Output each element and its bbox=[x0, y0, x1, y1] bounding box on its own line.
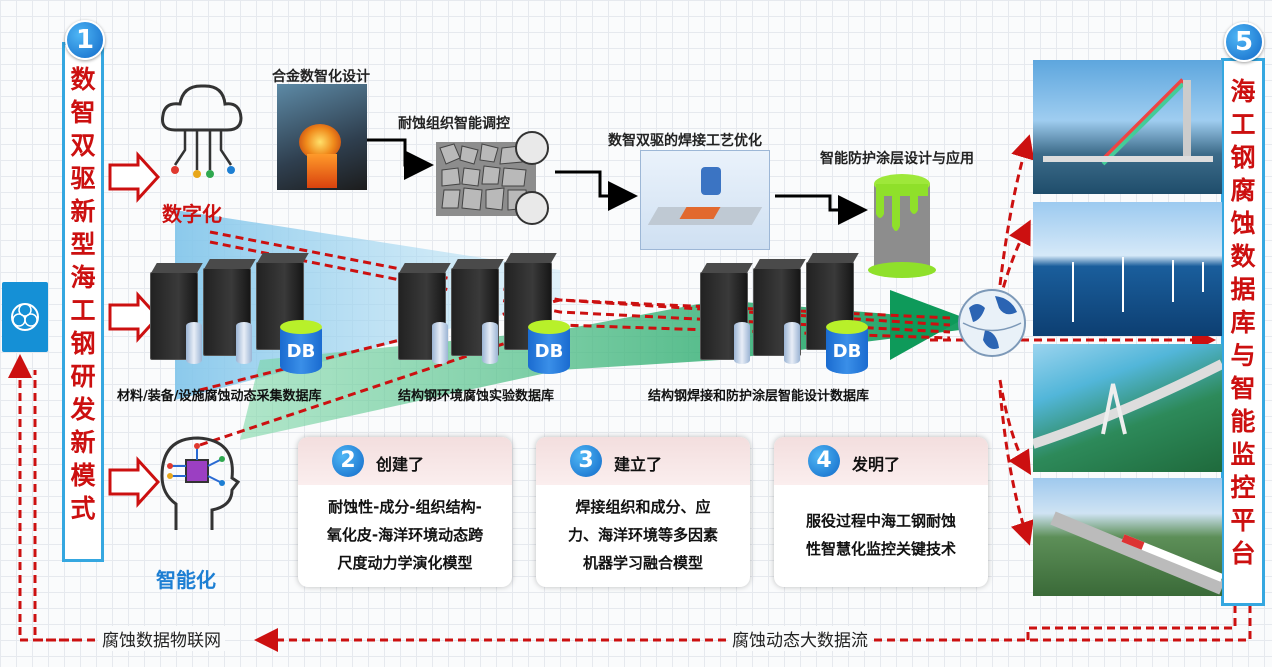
welding-image bbox=[640, 150, 770, 250]
alloy-design-label: 合金数智化设计 bbox=[272, 69, 370, 85]
ai-head-icon bbox=[160, 436, 240, 530]
microstructure-image bbox=[436, 131, 549, 225]
coating-label: 智能防护涂层设计与应用 bbox=[820, 151, 974, 167]
digital-label: 数字化 bbox=[162, 202, 222, 226]
card-number: 3 bbox=[570, 445, 602, 477]
card-line: 焊接组织和成分、应 bbox=[575, 498, 711, 516]
step-1-badge: 1 bbox=[65, 20, 105, 60]
card-monitoring: 4 发明了 服役过程中海工钢耐蚀 性智慧化监控关键技术 bbox=[774, 437, 988, 587]
alloy-furnace-image bbox=[277, 84, 367, 190]
card-number: 2 bbox=[332, 445, 364, 477]
photo-bullet-train bbox=[1033, 478, 1225, 596]
card-line: 氧化皮-海洋环境动态跨 bbox=[326, 526, 484, 544]
intelligent-label: 智能化 bbox=[156, 568, 216, 592]
db-label-2: 结构钢环境腐蚀实验数据库 bbox=[398, 389, 555, 404]
db-icon: DB bbox=[826, 320, 868, 374]
bigdata-label: 腐蚀动态大数据流 bbox=[728, 626, 872, 651]
microstructure-label: 耐蚀组织智能调控 bbox=[398, 116, 510, 132]
right-vertical-panel: 海工 钢腐 蚀数 据库 与智 能监 控平 台 bbox=[1221, 58, 1265, 606]
step-5-badge: 5 bbox=[1224, 22, 1264, 62]
photo-wind-farm bbox=[1033, 202, 1222, 336]
card-title: 创建了 bbox=[376, 455, 425, 474]
db-label-1: 材料/装备/设施腐蚀动态采集数据库 bbox=[117, 389, 322, 404]
card-line: 耐蚀性-成分-组织结构- bbox=[328, 498, 482, 516]
welding-label: 数智双驱的焊接工艺优化 bbox=[608, 133, 762, 149]
db-icon: DB bbox=[280, 320, 322, 374]
card-number: 4 bbox=[808, 445, 840, 477]
arrow-database bbox=[108, 291, 161, 343]
photo-ski-jump bbox=[1033, 60, 1222, 194]
card-model: 2 创建了 耐蚀性-成分-组织结构- 氧化皮-海洋环境动态跨 尺度动力学演化模型 bbox=[298, 437, 512, 587]
left-vertical-panel: 数智 双驱 新型 海工 钢研 发新 模式 bbox=[62, 42, 104, 562]
card-ml-model: 3 建立了 焊接组织和成分、应 力、海洋环境等多因素 机器学习融合模型 bbox=[536, 437, 750, 587]
green-arrowhead bbox=[890, 290, 965, 360]
card-line: 力、海洋环境等多因素 bbox=[567, 526, 718, 544]
logo-box bbox=[2, 282, 48, 352]
paint-bucket-image bbox=[868, 174, 936, 278]
card-line: 机器学习融合模型 bbox=[582, 554, 703, 572]
flower-logo-icon bbox=[11, 303, 39, 331]
db-label-3: 结构钢焊接和防护涂层智能设计数据库 bbox=[648, 389, 870, 404]
photo-sea-bridge bbox=[1031, 344, 1225, 472]
card-line: 尺度动力学演化模型 bbox=[337, 554, 473, 572]
db-icon: DB bbox=[528, 320, 570, 374]
globe-icon bbox=[958, 289, 1026, 357]
card-line: 服役过程中海工钢耐蚀 bbox=[805, 512, 956, 530]
card-title: 建立了 bbox=[614, 455, 663, 474]
arrow-digital bbox=[108, 151, 161, 203]
card-line: 性智慧化监控关键技术 bbox=[805, 540, 956, 558]
iot-label: 腐蚀数据物联网 bbox=[98, 626, 225, 651]
cloud-network-icon bbox=[161, 84, 243, 178]
arrow-intelligent bbox=[108, 456, 161, 508]
card-title: 发明了 bbox=[852, 455, 901, 474]
